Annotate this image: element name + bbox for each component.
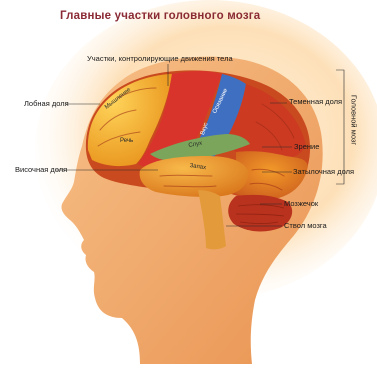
brain-label-speech: Речь: [120, 138, 133, 144]
cerebrum-bracket-label: Головной мозг: [347, 70, 361, 170]
label-motor-areas: Участки, контролирующие движения тела: [87, 55, 233, 63]
diagram-title: Главные участки головного мозга: [60, 10, 260, 22]
label-vision: Зрение: [294, 143, 319, 151]
label-occipital-lobe: Затылочная доля: [293, 168, 354, 176]
temporal-lobe: [140, 156, 249, 197]
label-brainstem: Ствол мозга: [284, 222, 327, 230]
label-temporal-lobe: Височная доля: [15, 166, 67, 174]
label-parietal-lobe: Теменная доля: [289, 98, 342, 106]
label-cerebellum: Мозжечок: [284, 200, 318, 208]
label-frontal-lobe: Лобная доля: [24, 100, 69, 108]
label-cerebrum: Головной мозг: [350, 95, 359, 145]
